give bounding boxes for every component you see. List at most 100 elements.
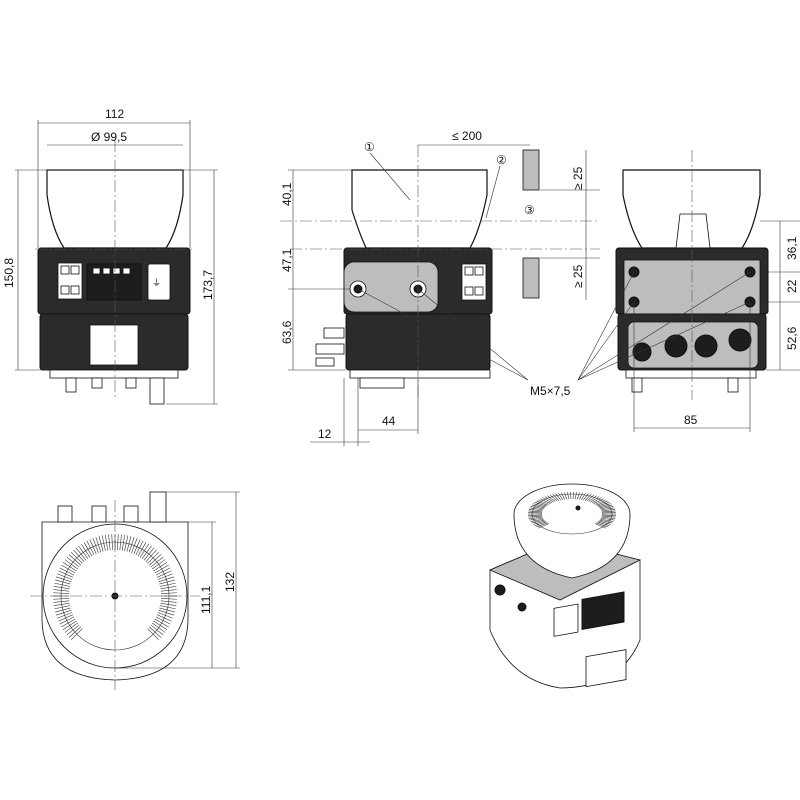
top-view: 111,1 132	[30, 491, 240, 690]
hood-scale-tick	[105, 534, 109, 551]
hood-scale-tick	[150, 556, 164, 568]
iso-scale-tick	[600, 517, 615, 521]
iso-scale-tick	[599, 504, 613, 509]
iso-scale-tick	[600, 506, 614, 510]
iso-scale-tick	[529, 517, 544, 521]
iso-scale-tick	[531, 504, 545, 509]
hood-scale-tick	[68, 626, 82, 638]
dim-top-111: 111,1	[199, 585, 213, 614]
hood-scale-tick	[57, 612, 73, 619]
hood-scale-tick	[70, 628, 83, 641]
dim-height-150: 150,8	[2, 258, 16, 288]
side-view: 40,1 47,1 63,6 ≤ 200 ≥ 25 ≥ 25 ① ② ③ 44 …	[280, 129, 600, 446]
iso-scale-tick	[581, 492, 586, 500]
iso-scale-tick	[534, 502, 547, 507]
hood-scale-tick	[124, 535, 129, 552]
iso-scale-tick	[528, 509, 543, 512]
iso-scale-tick	[591, 497, 602, 504]
iso-scale-tick	[601, 515, 616, 518]
iso-scale-tick	[601, 510, 616, 513]
hood-scale-tick	[157, 573, 173, 580]
dim-diameter-hood: Ø 99,5	[91, 130, 127, 144]
iso-scale-tick	[590, 496, 600, 503]
iso-scale-tick	[536, 522, 548, 528]
dim-mid-47: 47,1	[280, 248, 294, 272]
dim-rear-52: 52,6	[785, 326, 799, 350]
hood-scale-tick	[155, 616, 171, 625]
iso-scale-tick	[538, 523, 550, 529]
iso-scale-tick	[542, 497, 553, 504]
hood-scale-tick	[57, 573, 73, 580]
hood-scale-tick	[59, 616, 75, 625]
hood-scale-tick	[95, 536, 102, 553]
iso-scale-tick	[567, 492, 570, 500]
hood-scale-tick	[61, 618, 76, 628]
hood-scale-tick	[143, 547, 155, 561]
dim-offset-12: 12	[318, 427, 332, 441]
hood-scale-tick	[62, 620, 77, 631]
iso-scale-tick	[533, 503, 546, 508]
hood-scale-tick	[86, 540, 95, 556]
hood-scale-tick	[156, 614, 172, 622]
hood-scale-tick	[159, 579, 175, 585]
hood-scale-tick	[54, 582, 71, 587]
hood-scale-tick	[152, 559, 166, 570]
iso-scale-tick	[531, 519, 545, 524]
side-bracket	[343, 261, 439, 313]
hood-scale-tick	[159, 607, 175, 613]
iso-scale-tick	[597, 502, 610, 507]
iso-scale-tick	[533, 520, 546, 525]
dim-rear-85: 85	[684, 413, 698, 427]
hood-scale-tick	[135, 540, 144, 556]
side-hood	[351, 169, 488, 249]
hood-scale-tick	[155, 567, 171, 576]
hood-scale-tick	[83, 542, 93, 557]
hood-scale-tick	[139, 543, 150, 558]
iso-scale-tick	[552, 494, 560, 501]
iso-scale-tick	[596, 522, 608, 528]
iso-scale-tick	[598, 503, 611, 508]
iso-scale-tick	[540, 498, 551, 504]
hood-scale-tick	[53, 600, 70, 603]
hood-scale-tick	[53, 598, 70, 600]
hood-scale-tick	[131, 538, 138, 554]
iso-scale-tick	[601, 509, 616, 512]
hood-scale-tick	[62, 561, 77, 572]
hood-scale-tick	[160, 592, 177, 594]
hood-scale-tick	[147, 628, 160, 641]
iso-scale-tick	[597, 521, 610, 526]
hood-scale-tick	[156, 570, 172, 578]
hood-scale-tick	[66, 556, 80, 568]
iso-scale-tick	[584, 494, 592, 501]
hood-scale-tick	[55, 607, 71, 613]
iso-scale-tick	[534, 521, 547, 526]
hood-scale-tick	[152, 622, 166, 633]
isometric-view	[488, 483, 642, 689]
front-display	[86, 263, 142, 301]
dim-rear-22: 22	[785, 279, 799, 293]
hood-scale-tick	[160, 600, 177, 603]
hood-scale-tick	[70, 551, 83, 564]
hood-scale-tick	[111, 534, 113, 551]
iso-scale-tick	[600, 507, 615, 511]
hood-scale-tick	[53, 586, 70, 590]
dim-width-112: 112	[105, 107, 124, 121]
hood-scale-tick	[58, 570, 74, 578]
hood-scale-tick	[78, 545, 89, 559]
iso-scale-tick	[596, 500, 608, 506]
front-view: ⏚ 112 Ø 99,5 150,8 173,7	[2, 107, 218, 405]
svg-text:⏚: ⏚	[152, 278, 161, 288]
iso-scale-tick	[528, 516, 543, 519]
hood-scale-tick	[133, 539, 141, 555]
hood-scale-tick	[55, 579, 71, 585]
callout-3: ③	[524, 203, 535, 217]
iso-scale-tick	[588, 495, 597, 502]
iso-scale-tick	[549, 494, 558, 502]
hood-scale-tick	[158, 576, 175, 583]
hood-scale-tick	[154, 564, 169, 574]
iso-scale-tick	[576, 492, 580, 500]
iso-scale-tick	[594, 499, 606, 505]
iso-scale-tick	[594, 523, 606, 529]
dim-clearance-bottom: ≥ 25	[571, 264, 585, 288]
